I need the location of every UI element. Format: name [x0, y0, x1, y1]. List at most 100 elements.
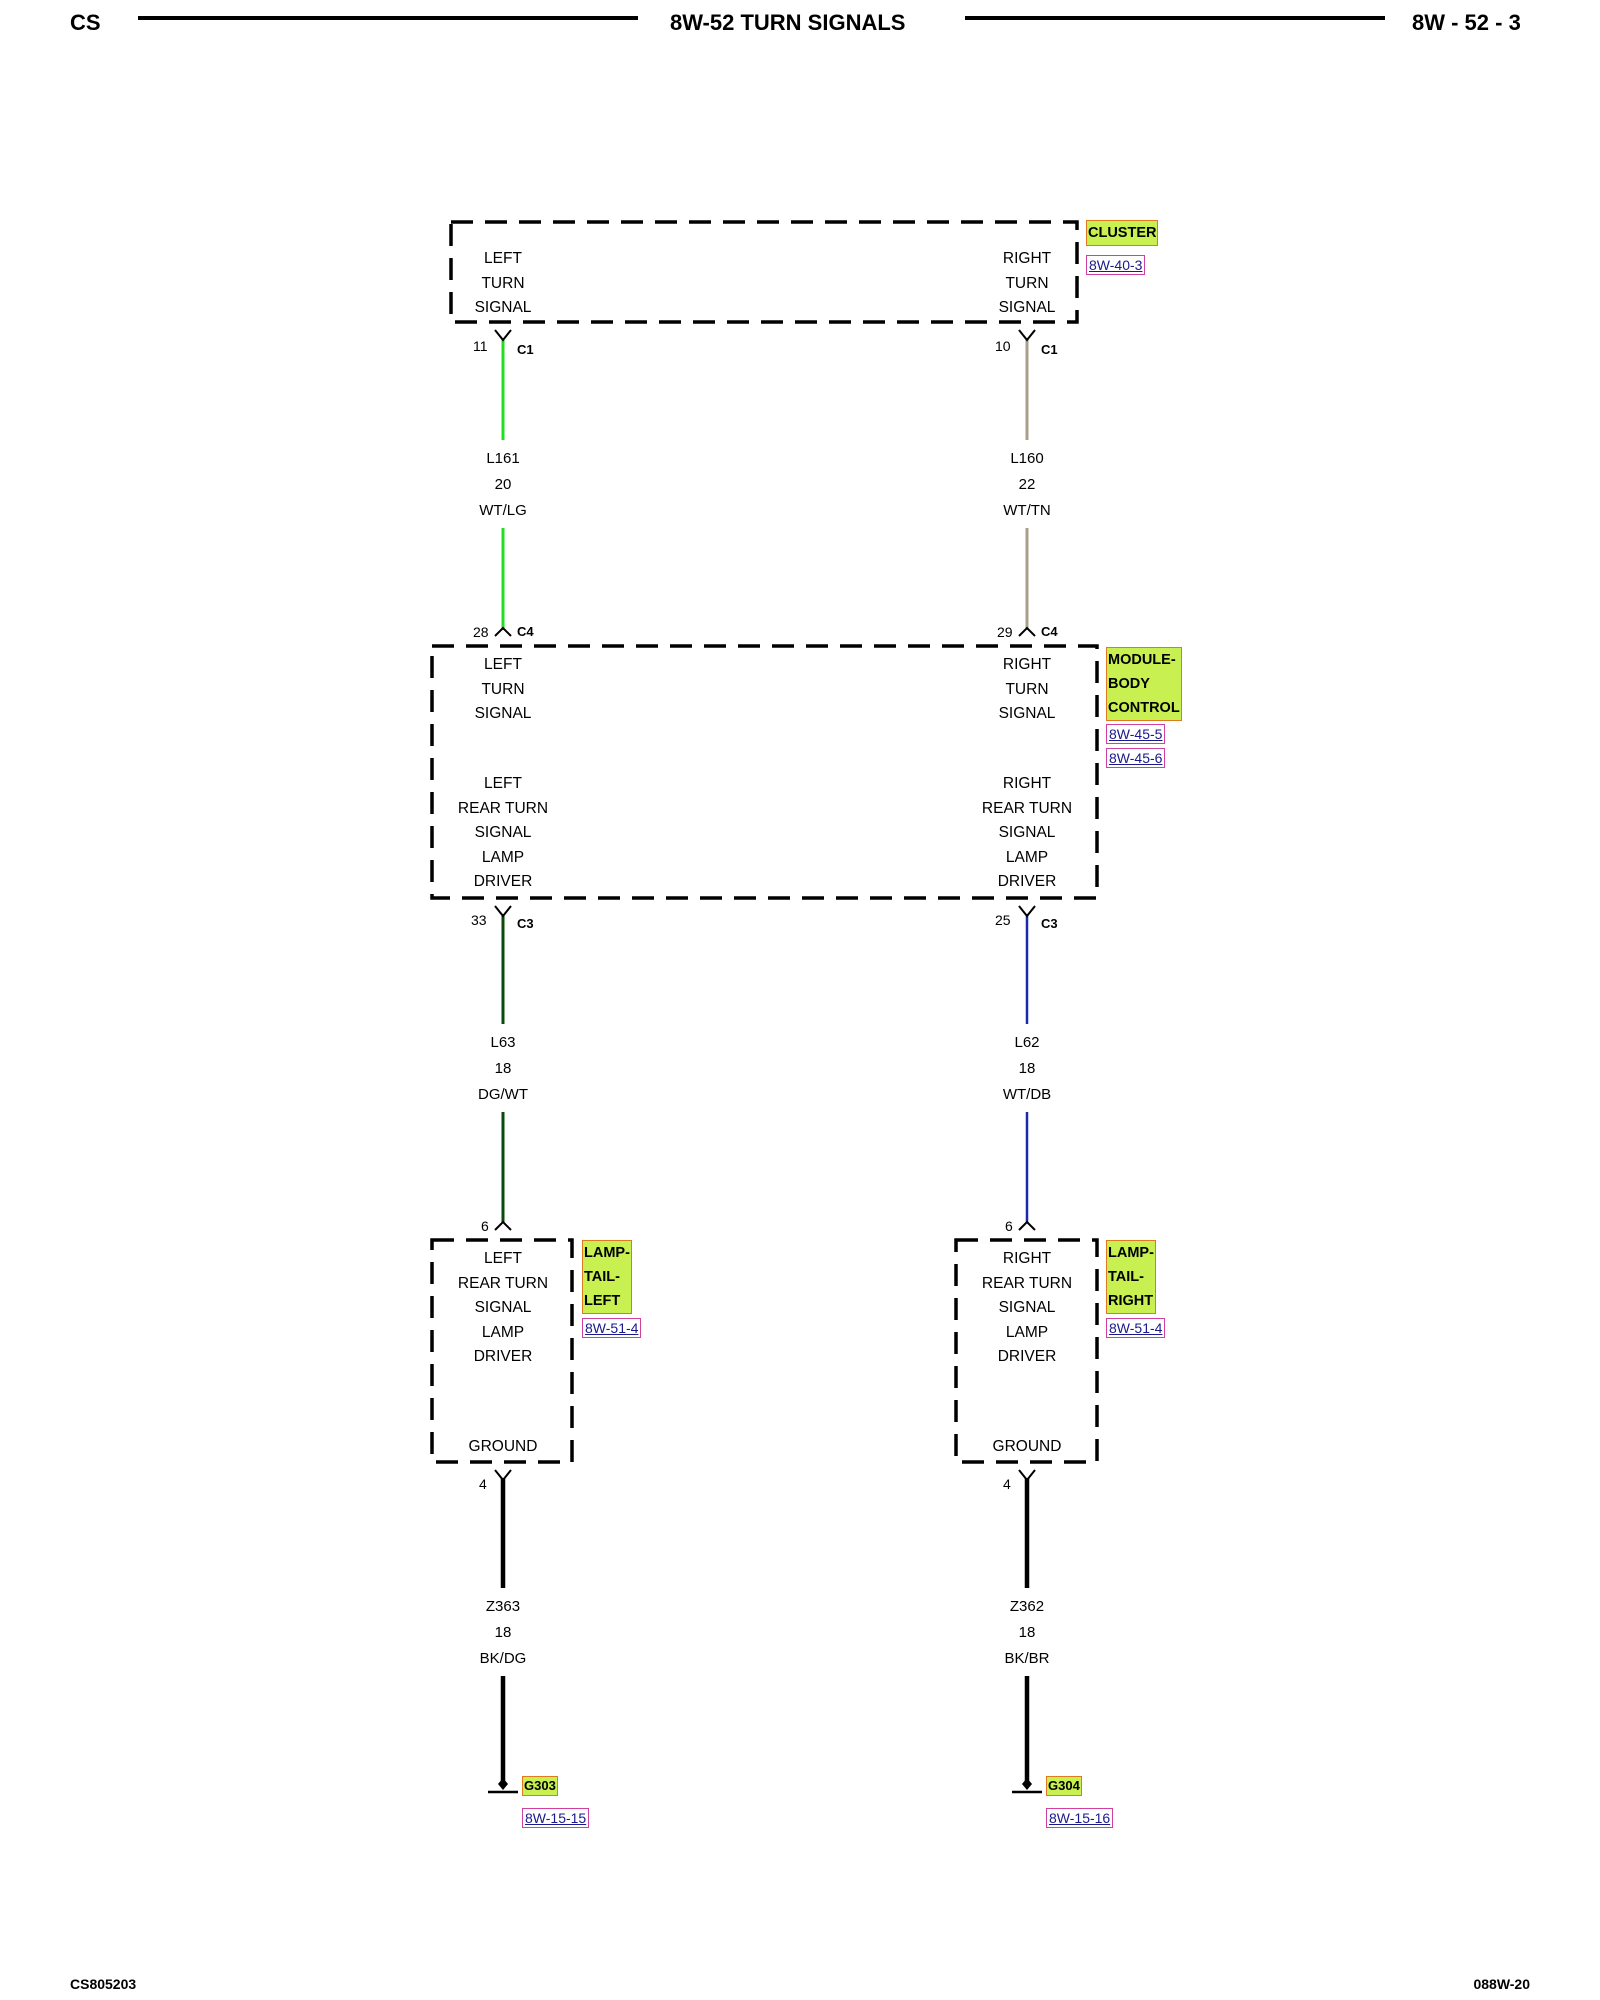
wire-id: Z362: [1009, 1598, 1045, 1615]
tag-line: TAIL-: [1108, 1269, 1144, 1285]
ground-g303-tag: G303: [522, 1776, 558, 1796]
wire-label-z363: Z363 18 BK/DG: [433, 1594, 573, 1672]
pin-number: 11: [473, 338, 488, 354]
label-line: DRIVER: [997, 1348, 1057, 1365]
ground-g304-ref-link[interactable]: 8W-15-16: [1046, 1808, 1114, 1828]
label-line: TURN: [481, 274, 525, 292]
wire-color-code: DG/WT: [478, 1086, 528, 1103]
pin-symbol-lamp-right-in: [1018, 1220, 1036, 1231]
pin-symbol-cluster-right: [1018, 329, 1036, 342]
lamp-right-ground-label: GROUND: [992, 1438, 1062, 1455]
ground-diamond-g304: [1022, 1778, 1032, 1790]
connector-id: C4: [1041, 624, 1058, 639]
label-line: SIGNAL: [998, 299, 1056, 316]
label-line: RIGHT: [1002, 250, 1052, 267]
bcm-right-driver-label: RIGHT REAR TURN SIGNAL LAMP DRIVER: [927, 772, 1127, 895]
pin-number: 29: [997, 624, 1013, 640]
label-line: DRIVER: [997, 873, 1057, 890]
bcm-left-driver-label: LEFT REAR TURN SIGNAL LAMP DRIVER: [403, 772, 603, 895]
label-line: TURN: [1005, 680, 1049, 698]
bcm-right-turn-label: RIGHT TURN SIGNAL: [927, 653, 1127, 727]
pin-number: 10: [995, 338, 1011, 354]
label-line: TURN: [481, 680, 525, 698]
wire-color-code: BK/DG: [479, 1650, 527, 1667]
tag-line: TAIL-: [584, 1269, 620, 1285]
label-line: RIGHT: [1002, 656, 1052, 673]
tag-line: LAMP-: [1108, 1245, 1154, 1261]
wire-color-code: WT/TN: [1003, 502, 1051, 519]
wire-id: L160: [1010, 450, 1044, 467]
tag-line: BODY: [1108, 676, 1150, 692]
lamp-left-name-tag: LAMP- TAIL- LEFT: [582, 1240, 632, 1314]
wire-label-l62: L62 18 WT/DB: [957, 1030, 1097, 1108]
bcm-ref-link[interactable]: 8W-45-5: [1106, 724, 1166, 744]
wire-gauge: 22: [1018, 476, 1036, 493]
page-number: 8W - 52 - 3: [1412, 10, 1521, 35]
wire-color-code: BK/BR: [1004, 1650, 1050, 1667]
label-line: SIGNAL: [998, 705, 1056, 722]
label-line: LAMP: [1005, 1323, 1049, 1341]
label-line: REAR TURN: [981, 1274, 1073, 1292]
header-rule-left: [138, 16, 638, 20]
wire-gauge: 18: [494, 1060, 512, 1077]
wire-gauge: 18: [1018, 1624, 1036, 1641]
cluster-left-label: LEFT TURN SIGNAL: [403, 247, 603, 321]
ground-g303-ref-link[interactable]: 8W-15-15: [522, 1808, 590, 1828]
pin-symbol-bcm-c4-left: [494, 626, 512, 637]
wire-id: L161: [486, 450, 520, 467]
wire-id: L62: [1014, 1034, 1040, 1051]
wire-label-z362: Z362 18 BK/BR: [957, 1594, 1097, 1672]
lamp-right-box: [954, 1238, 1099, 1464]
lamp-right-ref-link[interactable]: 8W-51-4: [1106, 1318, 1166, 1338]
cluster-name-tag: CLUSTER: [1086, 220, 1159, 246]
label-line: REAR TURN: [457, 799, 549, 817]
connector-id: C1: [517, 342, 534, 357]
footer-doc-id: CS805203: [70, 1976, 137, 1992]
wire-color-code: WT/DB: [1002, 1086, 1052, 1103]
lamp-right-label: RIGHT REAR TURN SIGNAL LAMP DRIVER: [927, 1247, 1127, 1370]
tag-line: RIGHT: [1108, 1293, 1154, 1309]
lamp-left-label: LEFT REAR TURN SIGNAL LAMP DRIVER: [403, 1247, 603, 1370]
wire-id: Z363: [485, 1598, 521, 1615]
lamp-left-ref-link[interactable]: 8W-51-4: [582, 1318, 642, 1338]
wire-label-l161: L161 20 WT/LG: [433, 446, 573, 524]
label-line: SIGNAL: [998, 824, 1056, 841]
label-line: LEFT: [484, 250, 522, 267]
footer-page-code: 088W-20: [1473, 1976, 1530, 1992]
wire-label-l63: L63 18 DG/WT: [433, 1030, 573, 1108]
pin-symbol-lamp-left-gnd: [494, 1469, 512, 1482]
label-line: LEFT: [484, 656, 522, 673]
connector-id: C3: [517, 916, 534, 931]
bcm-ref-link[interactable]: 8W-45-6: [1106, 748, 1166, 768]
cluster-box: [449, 220, 1079, 324]
wire-gauge: 20: [494, 476, 512, 493]
label-line: RIGHT: [1002, 775, 1052, 792]
label-line: SIGNAL: [474, 705, 532, 722]
cluster-ref-link[interactable]: 8W-40-3: [1086, 255, 1146, 275]
label-line: LAMP: [1005, 848, 1049, 866]
pin-symbol-bcm-c3-left: [494, 905, 512, 918]
label-line: DRIVER: [473, 1348, 533, 1365]
pin-number: 4: [1003, 1476, 1011, 1492]
label-line: SIGNAL: [474, 299, 532, 316]
wire-gauge: 18: [494, 1624, 512, 1641]
cluster-right-label: RIGHT TURN SIGNAL: [927, 247, 1127, 321]
lamp-right-name-tag: LAMP- TAIL- RIGHT: [1106, 1240, 1156, 1314]
connector-id: C4: [517, 624, 534, 639]
label-line: SIGNAL: [474, 824, 532, 841]
label-line: LEFT: [484, 775, 522, 792]
pin-number: 4: [479, 1476, 487, 1492]
label-line: REAR TURN: [981, 799, 1073, 817]
tag-line: CONTROL: [1108, 700, 1180, 716]
page-title: 8W-52 TURN SIGNALS: [670, 10, 906, 35]
label-line: SIGNAL: [998, 1299, 1056, 1316]
connector-id: C1: [1041, 342, 1058, 357]
pin-symbol-lamp-right-gnd: [1018, 1469, 1036, 1482]
label-line: REAR TURN: [457, 1274, 549, 1292]
bcm-left-turn-label: LEFT TURN SIGNAL: [403, 653, 603, 727]
tag-line: MODULE-: [1108, 652, 1176, 668]
bcm-box: [430, 644, 1099, 900]
lamp-left-ground-label: GROUND: [468, 1438, 538, 1455]
header-left: CS: [70, 10, 101, 35]
